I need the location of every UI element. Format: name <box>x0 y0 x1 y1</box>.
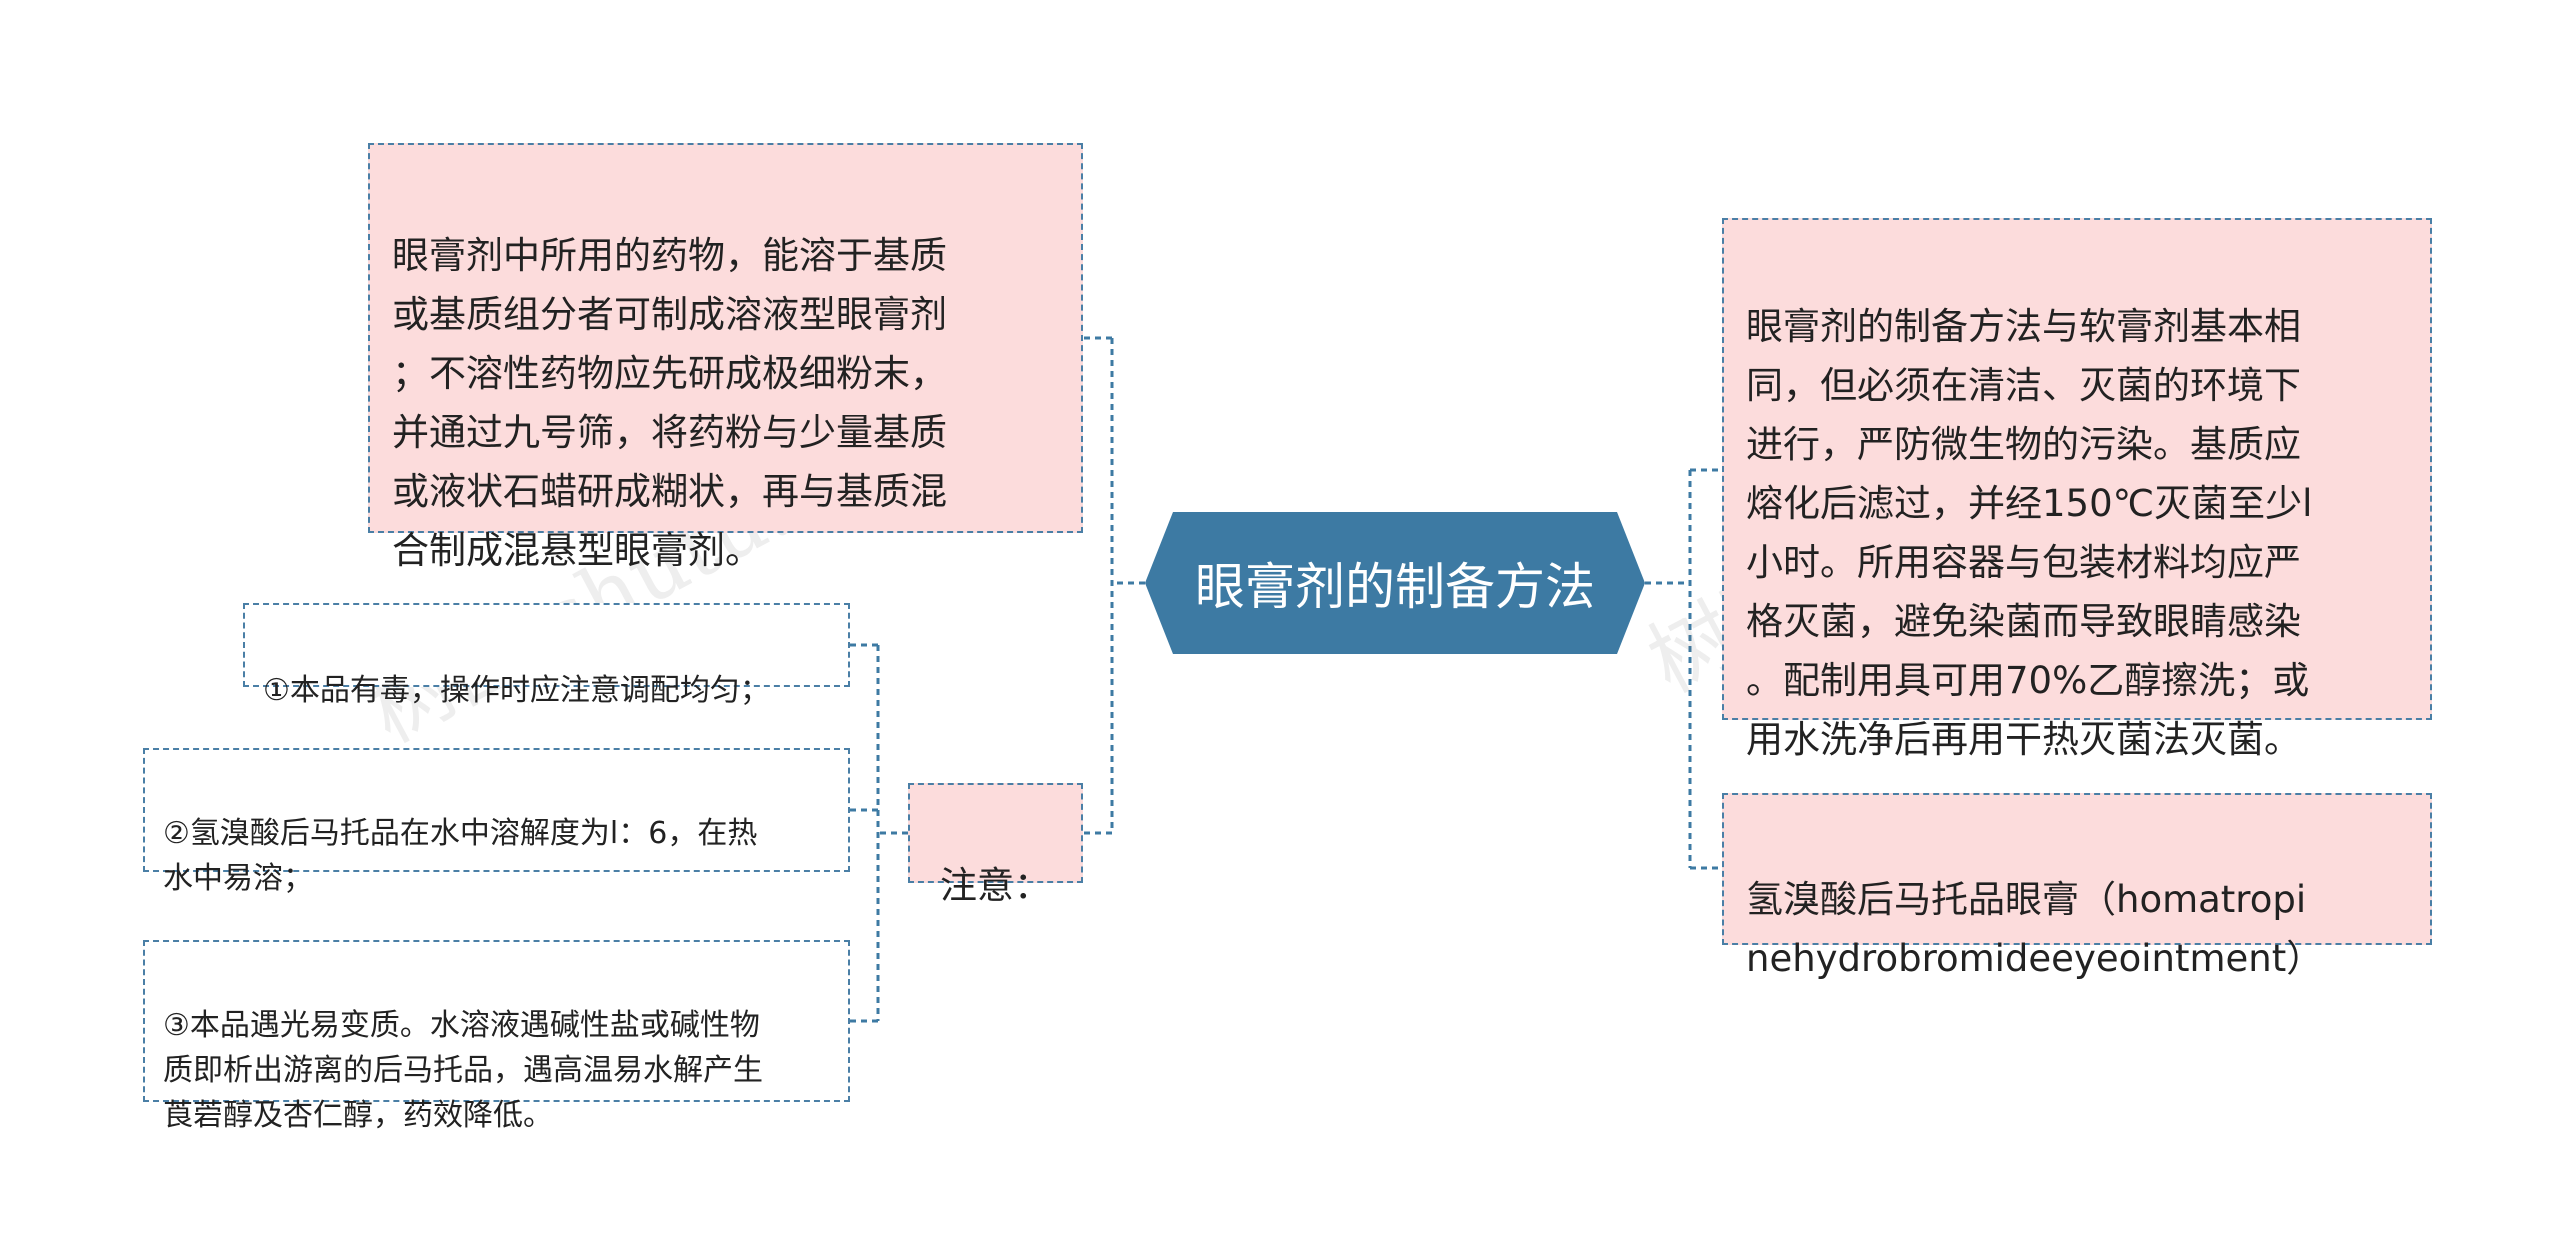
attention-item-3[interactable]: ③本品遇光易变质。水溶液遇碱性盐或碱性物 质即析出游离的后马托品，遇高温易水解产… <box>143 940 850 1133</box>
attention-item-1-text: ①本品有毒，操作时应注意调配均匀； <box>263 673 770 708</box>
attention-label: 注意： <box>940 864 1051 907</box>
right-method-node[interactable]: 眼膏剂的制备方法与软膏剂基本相 同，但必须在清洁、灭菌的环境下 进行，严防微生物… <box>1722 218 2432 761</box>
attention-item-2[interactable]: ②氢溴酸后马托品在水中溶解度为l：6，在热 水中易溶； <box>143 748 850 896</box>
attention-item-2-text: ②氢溴酸后马托品在水中溶解度为l：6，在热 水中易溶； <box>163 816 758 896</box>
right-method-text: 眼膏剂的制备方法与软膏剂基本相 同，但必须在清洁、灭菌的环境下 进行，严防微生物… <box>1746 305 2313 761</box>
central-topic-node[interactable]: 眼膏剂的制备方法 <box>1145 512 1645 654</box>
attention-item-3-text: ③本品遇光易变质。水溶液遇碱性盐或碱性物 质即析出游离的后马托品，遇高温易水解产… <box>163 1008 763 1133</box>
central-topic-label: 眼膏剂的制备方法 <box>1195 558 1595 616</box>
left-topic-node[interactable]: 眼膏剂中所用的药物，能溶于基质 或基质组分者可制成溶液型眼膏剂 ；不溶性药物应先… <box>368 143 1083 572</box>
central-topic-shape <box>1145 512 1645 654</box>
attention-item-1[interactable]: ①本品有毒，操作时应注意调配均匀； <box>243 603 850 708</box>
left-topic-text: 眼膏剂中所用的药物，能溶于基质 或基质组分者可制成溶液型眼膏剂 ；不溶性药物应先… <box>392 234 947 572</box>
right-name-node[interactable]: 氢溴酸后马托品眼膏（homatropi nehydrobromideeyeoin… <box>1722 793 2432 980</box>
right-name-text: 氢溴酸后马托品眼膏（homatropi nehydrobromideeyeoin… <box>1746 878 2324 980</box>
attention-node[interactable]: 注意： <box>908 783 1083 907</box>
